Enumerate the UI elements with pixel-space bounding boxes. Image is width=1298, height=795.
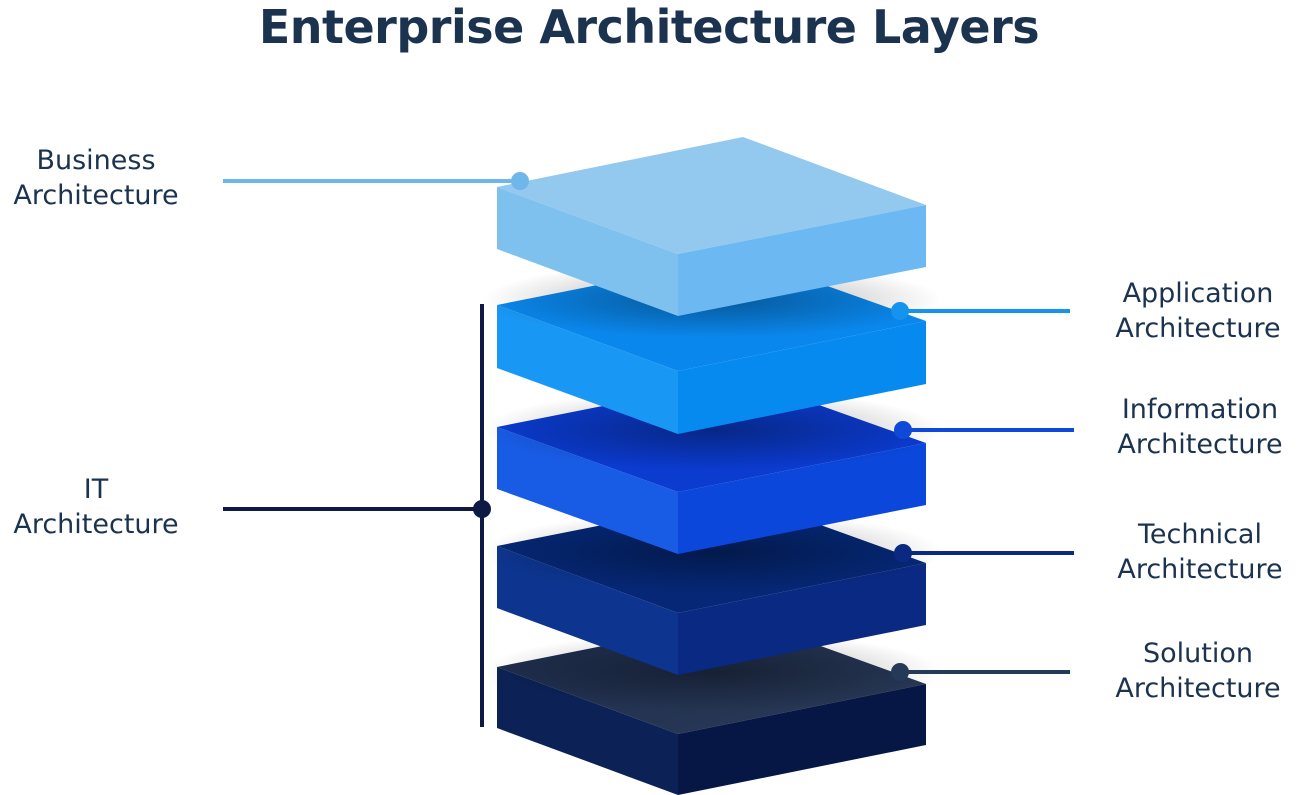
technical-layer-right-face: [678, 563, 926, 675]
application-connector-dot: [891, 302, 909, 320]
business-layer: [482, 137, 942, 338]
business-layer-left-face: [497, 187, 678, 316]
information-layer-left-face: [497, 427, 678, 554]
application-architecture-label: Application Architecture: [1115, 278, 1281, 344]
application-connector: [891, 302, 1070, 320]
it-bracket: [223, 304, 491, 727]
business-layer-right-face: [678, 205, 926, 316]
it-architecture-label: IT Architecture: [13, 474, 179, 540]
solution-layer-left-face: [497, 667, 678, 795]
information-connector-dot: [894, 421, 912, 439]
technical-architecture-label: Technical Architecture: [1117, 519, 1283, 585]
business-connector-dot: [511, 172, 529, 190]
solution-connector: [891, 663, 1070, 681]
technical-layer-shadow: [482, 632, 942, 712]
solution-connector-dot: [891, 663, 909, 681]
application-layer-shadow: [482, 390, 942, 470]
technical-connector-dot: [894, 544, 912, 562]
information-architecture-label: Information Architecture: [1117, 394, 1283, 460]
information-layer-right-face: [678, 443, 926, 554]
business-layer-top: [497, 137, 926, 254]
business-architecture-label: Business Architecture: [13, 145, 179, 211]
information-layer-shadow: [482, 512, 942, 592]
application-layer-right-face: [678, 321, 926, 434]
application-layer-left-face: [497, 305, 678, 434]
solution-layer-right-face: [678, 684, 926, 795]
page-title: Enterprise Architecture Layers: [258, 0, 1040, 54]
solution-architecture-label: Solution Architecture: [1115, 638, 1281, 704]
information-connector: [894, 421, 1074, 439]
business-connector: [223, 172, 529, 190]
it-bracket-dot: [473, 500, 491, 518]
technical-connector: [894, 544, 1074, 562]
